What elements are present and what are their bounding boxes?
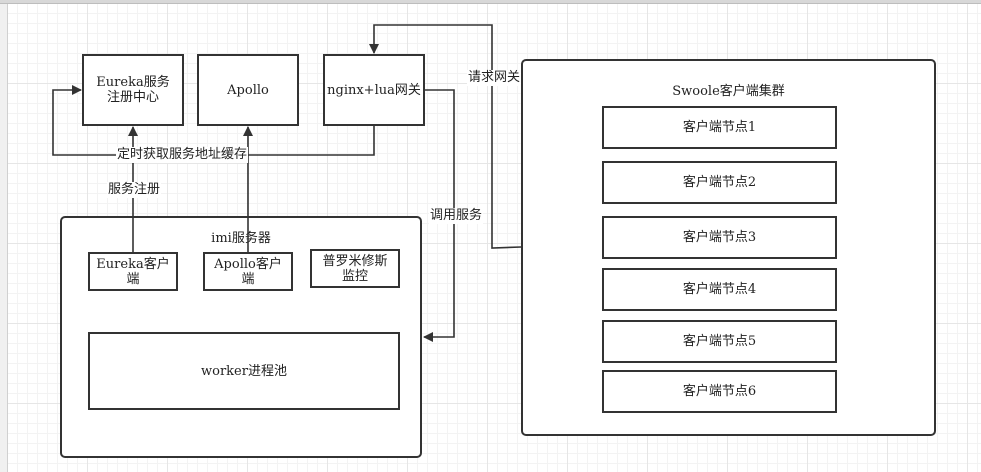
canvas-top-border: [0, 0, 981, 4]
edge-request-gateway: [369, 24, 522, 249]
canvas-left-rail: [0, 4, 8, 472]
client-node-1[interactable]: 客户端节点1: [602, 106, 837, 149]
client-node-6[interactable]: 客户端节点6: [602, 370, 837, 413]
swoole-cluster-title: Swoole客户端集群: [672, 84, 785, 99]
client-node-2[interactable]: 客户端节点2: [602, 161, 837, 204]
client-node-label: 客户端节点4: [682, 282, 757, 297]
apollo-client-node[interactable]: Apollo客户端: [203, 252, 293, 291]
worker-pool-label: worker进程池: [201, 363, 287, 379]
imi-server-title: imi服务器: [211, 231, 271, 246]
edge-label-call-service: 调用服务: [429, 208, 484, 224]
apollo-client-label: Apollo客户端: [214, 256, 282, 287]
client-node-label: 客户端节点1: [682, 120, 757, 135]
client-node-label: 客户端节点6: [682, 384, 757, 399]
apollo-label: Apollo: [227, 82, 269, 98]
gateway-label: nginx+lua网关: [327, 82, 421, 98]
client-node-4[interactable]: 客户端节点4: [602, 268, 837, 311]
eureka-client-label: Eureka客户端: [96, 256, 170, 287]
eureka-server-label: Eureka服务注册中心: [96, 75, 170, 105]
eureka-server-node[interactable]: Eureka服务注册中心: [82, 54, 184, 126]
client-node-label: 客户端节点2: [682, 175, 757, 190]
client-node-label: 客户端节点3: [682, 230, 757, 245]
eureka-client-node[interactable]: Eureka客户端: [88, 252, 178, 291]
apollo-node[interactable]: Apollo: [197, 54, 299, 126]
client-node-5[interactable]: 客户端节点5: [602, 320, 837, 363]
edge-label-request-gateway: 请求网关: [467, 70, 522, 86]
prometheus-node[interactable]: 普罗米修斯监控: [310, 249, 400, 288]
worker-pool-node[interactable]: worker进程池: [88, 332, 400, 410]
edge-fetch-cache: [52, 85, 375, 156]
edge-label-register: 服务注册: [107, 182, 162, 198]
gateway-node[interactable]: nginx+lua网关: [323, 54, 425, 126]
client-node-label: 客户端节点5: [682, 334, 757, 349]
client-node-3[interactable]: 客户端节点3: [602, 216, 837, 259]
prometheus-label: 普罗米修斯监控: [322, 253, 388, 284]
edge-label-fetch-cache: 定时获取服务地址缓存: [116, 147, 249, 163]
